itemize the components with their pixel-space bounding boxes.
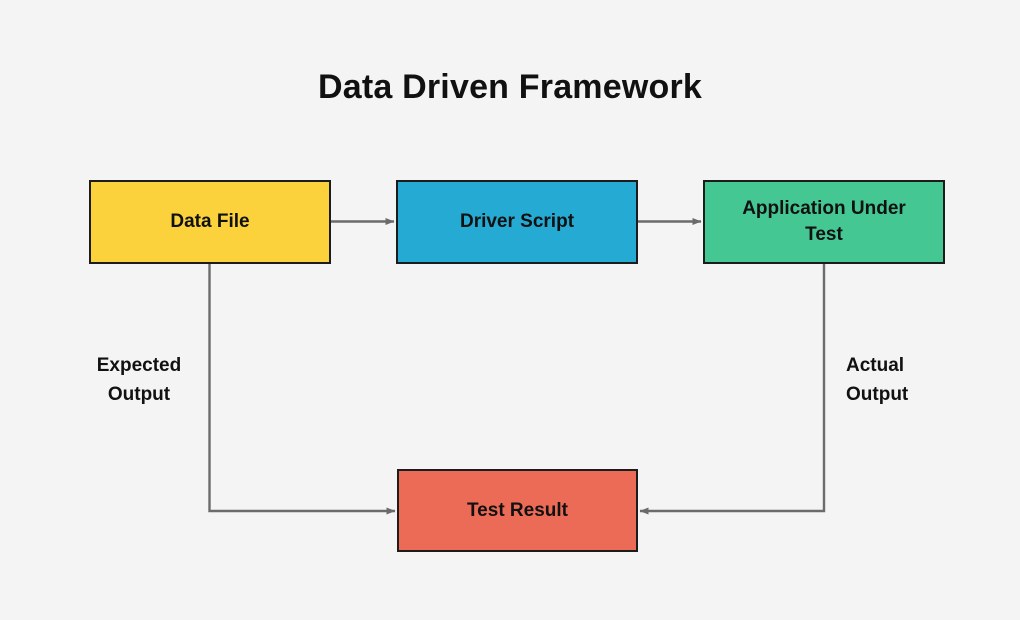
- edge-data-file-to-test-result: [208, 264, 396, 515]
- node-driver-script[interactable]: Driver Script: [396, 180, 638, 264]
- node-data-file-label: Data File: [170, 211, 250, 233]
- edge-application-under-test-to-test-result: [639, 264, 826, 515]
- node-driver-script-label: Driver Script: [459, 211, 575, 233]
- node-data-file[interactable]: Data File: [89, 180, 331, 264]
- node-application-under-test[interactable]: Application Under Test: [703, 180, 945, 264]
- node-test-result[interactable]: Test Result: [397, 469, 638, 552]
- node-application-under-test-label: Application Under Test: [742, 198, 906, 245]
- edge-label-expected-output: Expected Output: [96, 355, 182, 405]
- node-test-result-label: Test Result: [466, 499, 568, 521]
- page-title: Data Driven Framework: [317, 68, 702, 106]
- edge-label-actual-output: Actual Output: [846, 355, 909, 405]
